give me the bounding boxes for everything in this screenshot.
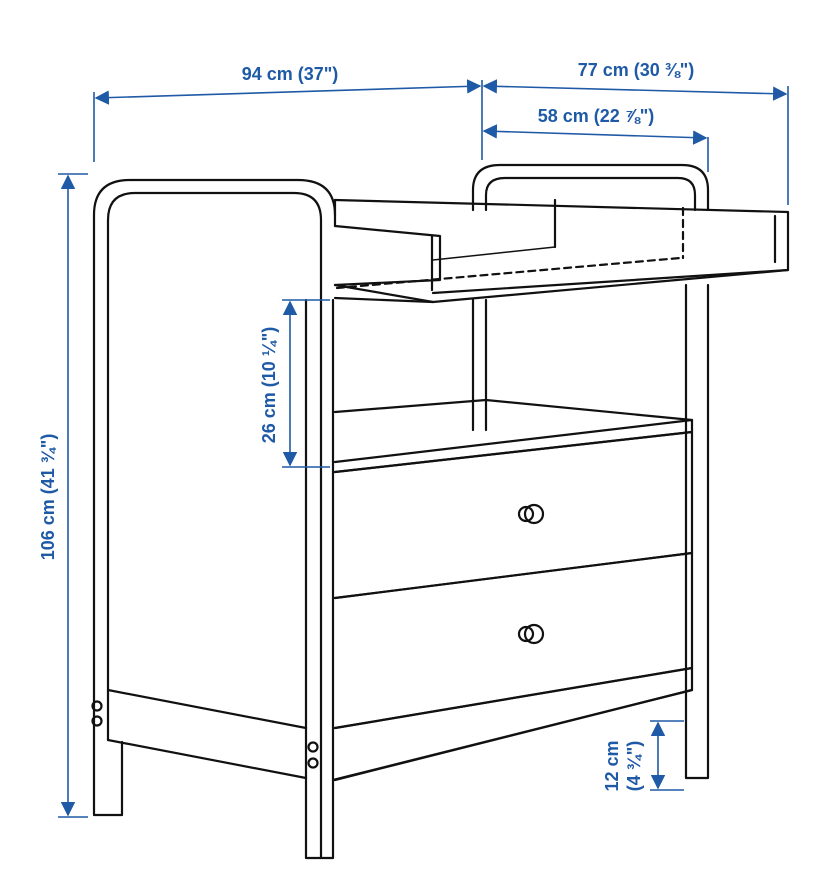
inner-depth-label: 58 cm (22 ⅞") (538, 106, 655, 126)
open-shelf (333, 398, 694, 474)
width-label: 94 cm (37") (242, 64, 339, 84)
floor-clearance-dimension (650, 720, 684, 791)
back-right-frame (471, 163, 710, 780)
floor-clearance-label-in: (4 ¾") (624, 741, 644, 792)
knob-top (517, 503, 545, 525)
knob-bottom (517, 623, 545, 645)
height-dimension (58, 173, 88, 818)
width-dimension (93, 79, 483, 162)
depth-dimension (482, 79, 789, 205)
shelf-gap-dimension (282, 299, 330, 468)
height-label: 106 cm (41 ¾") (38, 434, 58, 561)
changing-table-outline (91, 163, 790, 860)
floor-clearance-label-cm: 12 cm (602, 740, 622, 791)
inner-depth-dimension (482, 124, 709, 172)
drawer-unit (331, 430, 694, 782)
depth-label: 77 cm (30 ⅜") (578, 60, 695, 80)
changing-tray (333, 198, 790, 304)
left-side-frame (91, 178, 337, 860)
shelf-gap-label: 26 cm (10 ¼") (259, 327, 279, 444)
